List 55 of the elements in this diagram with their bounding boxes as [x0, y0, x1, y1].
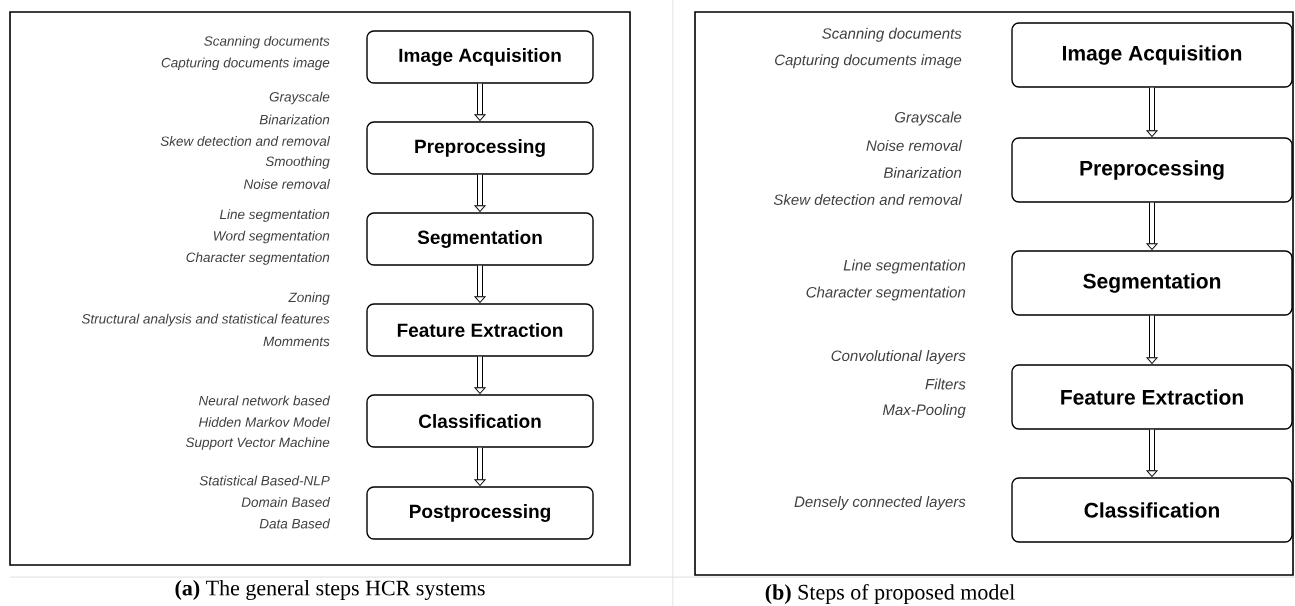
- step-note: Filters: [925, 378, 966, 390]
- step-note: Hidden Markov Model: [198, 417, 331, 427]
- step-note: Structural analysis and statistical features: [81, 313, 330, 327]
- process-box: Image Acquisition: [366, 30, 594, 84]
- process-box: Preprocessing: [1011, 137, 1293, 203]
- process-box: Segmentation: [1011, 250, 1293, 316]
- figure-caption: (b) Steps of proposed model: [765, 583, 1015, 605]
- step-note: Skew detection and removal: [160, 136, 331, 146]
- hollow-arrow: [1146, 315, 1158, 365]
- step-note: Noise removal: [866, 140, 963, 151]
- step-note: Domain Based: [241, 497, 331, 507]
- step-note: Grayscale: [269, 91, 330, 105]
- step-note: Line segmentation: [219, 209, 330, 222]
- step-note: Line segmentation: [843, 259, 966, 274]
- step-note: Statistical Based-NLP: [199, 475, 330, 486]
- hollow-arrow: [474, 83, 486, 122]
- step-note: Densely connected layers: [794, 496, 966, 510]
- process-box: Feature Extraction: [1011, 364, 1293, 430]
- step-note: Momments: [263, 336, 330, 347]
- step-note: Zoning: [288, 292, 330, 305]
- step-note: Noise removal: [243, 179, 331, 189]
- process-box: Segmentation: [366, 212, 594, 266]
- step-note: Support Vector Machine: [185, 437, 330, 450]
- step-note: Smoothing: [265, 156, 330, 169]
- step-note: Capturing documents image: [161, 57, 330, 71]
- process-box: Preprocessing: [366, 121, 594, 175]
- step-note: Character segmentation: [186, 252, 330, 265]
- hollow-arrow: [1146, 87, 1158, 138]
- step-note: Word segmentation: [213, 230, 330, 244]
- step-note: Scanning documents: [822, 27, 962, 42]
- step-note: Convolutional layers: [831, 350, 966, 364]
- process-box: Classification: [366, 394, 594, 448]
- step-note: Grayscale: [895, 111, 962, 126]
- step-note: Max-Pooling: [882, 404, 966, 418]
- step-note: Neural network based: [198, 395, 331, 406]
- process-box: Classification: [1011, 477, 1293, 543]
- hollow-arrow: [474, 447, 486, 487]
- step-note: Data Based: [259, 518, 331, 529]
- hollow-arrow: [1146, 429, 1158, 478]
- figure-caption: (a) The general steps HCR systems: [175, 580, 485, 600]
- hollow-arrow: [1146, 202, 1158, 251]
- hollow-arrow: [474, 356, 486, 395]
- step-note: Character segmentation: [806, 286, 966, 301]
- step-note: Binarization: [883, 167, 962, 178]
- step-note: Scanning documents: [204, 35, 330, 49]
- panel-frame: [9, 11, 631, 566]
- step-note: Capturing documents image: [775, 54, 962, 69]
- panel-frame: [694, 11, 1294, 576]
- hollow-arrow: [474, 265, 486, 304]
- process-box: Postprocessing: [366, 486, 594, 540]
- hollow-arrow: [474, 174, 486, 213]
- process-box: Image Acquisition: [1011, 22, 1293, 88]
- step-note: Skew detection and removal: [773, 194, 963, 205]
- step-note: Binarization: [259, 114, 330, 125]
- process-box: Feature Extraction: [366, 303, 594, 357]
